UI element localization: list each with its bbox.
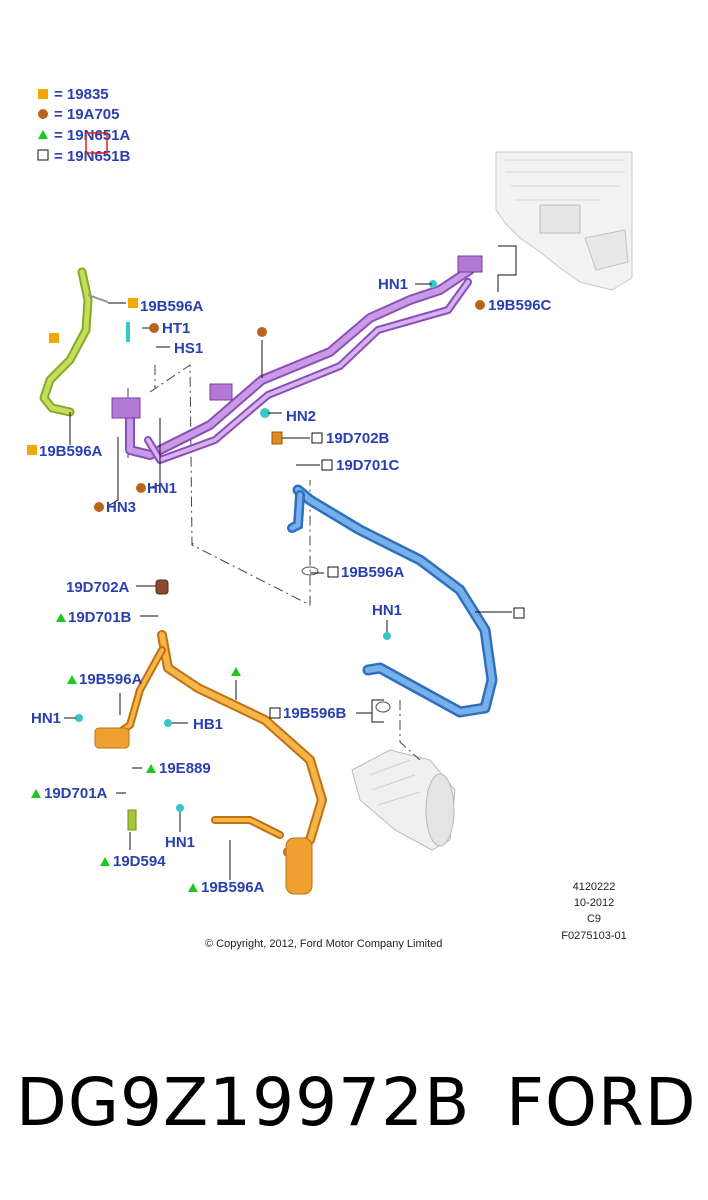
orange-square-icon (49, 333, 59, 343)
meta-line-4: F0275103-01 (561, 930, 626, 942)
brown-circle-icon (149, 323, 159, 333)
white-square-icon (321, 459, 333, 471)
alignment-lines (127, 364, 421, 761)
orange-square-icon (27, 445, 37, 455)
label-19D701C: 19D701C (336, 457, 400, 474)
purple-line (111, 255, 483, 464)
label-HB1: HB1 (193, 716, 223, 733)
label-19D702B: 19D702B (326, 430, 390, 447)
label-19B596A-top: 19B596A (140, 298, 204, 315)
leader-lines (64, 245, 517, 880)
brown-circle-icon (257, 327, 267, 337)
label-19D594: 19D594 (113, 853, 166, 870)
label-HN1-orange: HN1 (31, 710, 61, 727)
compressor (351, 749, 456, 851)
ac-lines-diagram: = 19835 = 19A705 = 19N651A = 19N651B (27, 86, 633, 950)
label-HN1-bottom: HN1 (165, 834, 195, 851)
brown-circle-icon (475, 300, 485, 310)
green-triangle-icon (100, 857, 110, 866)
label-HN1-mid: HN1 (147, 480, 177, 497)
green-triangle-icon (38, 130, 48, 139)
legend-item-3: = 19N651A (54, 127, 130, 144)
label-19D701A: 19D701A (44, 785, 108, 802)
orange-square-icon (128, 298, 138, 308)
white-square-icon (269, 707, 281, 719)
green-triangle-icon (231, 667, 241, 676)
label-19D701B: 19D701B (68, 609, 132, 626)
meta-line-1: 4120222 (573, 881, 616, 893)
label-19E889: 19E889 (159, 760, 211, 777)
label-HT1: HT1 (162, 320, 190, 337)
green-triangle-icon (31, 789, 41, 798)
label-HN3: HN3 (106, 499, 136, 516)
green-triangle-icon (56, 613, 66, 622)
evaporator-housing (495, 151, 633, 291)
blue-line (287, 484, 498, 718)
orange-square-icon (38, 89, 48, 99)
label-HN1-blue: HN1 (372, 602, 402, 619)
white-square-icon (311, 432, 323, 444)
label-HN1-top: HN1 (378, 276, 408, 293)
label-19B596B: 19B596B (283, 705, 347, 722)
fittings (75, 280, 437, 812)
brown-circle-icon (94, 502, 104, 512)
meta-line-3: C9 (587, 913, 601, 925)
white-square-icon (513, 607, 525, 619)
legend-item-2: = 19A705 (54, 106, 119, 123)
part-number: DG9Z19972B (16, 1064, 471, 1141)
highlight-box (85, 132, 108, 154)
label-19B596A-blue: 19B596A (341, 564, 405, 581)
label-HS1: HS1 (174, 340, 203, 357)
orange-line (94, 630, 327, 895)
label-19B596A-orange: 19B596A (79, 671, 143, 688)
legend-item-4: = 19N651B (54, 148, 130, 165)
green-line (39, 267, 109, 417)
brown-circle-icon (136, 483, 146, 493)
label-19B596A-bottom: 19B596A (201, 879, 265, 896)
label-19B596C: 19B596C (488, 297, 552, 314)
brand-name: FORD (506, 1064, 697, 1141)
white-square-icon (37, 149, 49, 161)
part-labels: 19B596A HT1 HS1 19B596A HN3 HN1 HN2 19D7… (31, 276, 552, 896)
green-triangle-icon (67, 675, 77, 684)
label-HN2: HN2 (286, 408, 316, 425)
legend-item-1: = 19835 (54, 86, 109, 103)
label-19D702A: 19D702A (66, 579, 130, 596)
white-square-icon (327, 566, 339, 578)
brown-circle-icon (38, 109, 48, 119)
green-triangle-icon (188, 883, 198, 892)
callout-symbols (27, 298, 525, 892)
drawing-metadata: 4120222 10-2012 C9 F0275103-01 (561, 881, 626, 942)
label-19B596A-left: 19B596A (39, 443, 103, 460)
copyright: © Copyright, 2012, Ford Motor Company Li… (205, 938, 442, 950)
green-triangle-icon (146, 764, 156, 773)
legend: = 19835 = 19A705 = 19N651A = 19N651B (37, 86, 130, 165)
meta-line-2: 10-2012 (574, 897, 614, 909)
